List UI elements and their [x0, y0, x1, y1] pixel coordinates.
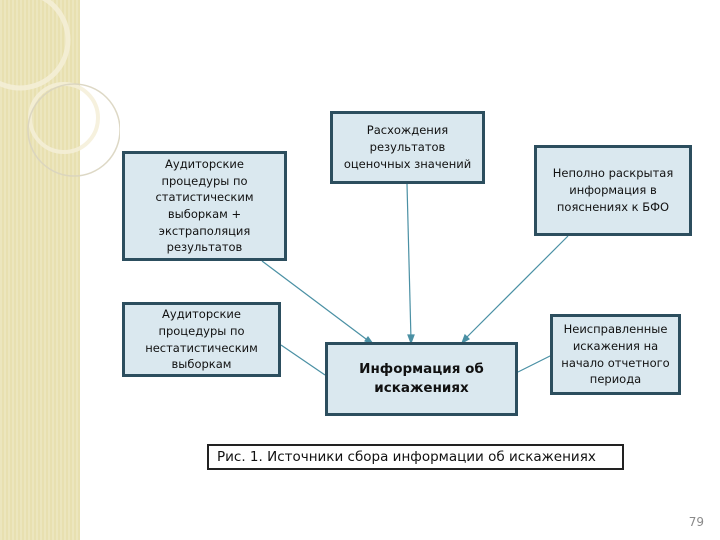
decorative-rings — [0, 0, 120, 177]
source-statistical-sampling: Аудиторские процедуры по статистическим … — [122, 151, 287, 261]
source-estimate-discrepancies: Расхождения результатов оценочных значен… — [330, 111, 485, 184]
connector-uncorrected — [517, 354, 553, 373]
connector-statistical — [261, 260, 371, 343]
figure-caption: Рис. 1. Источники сбора информации об ис… — [207, 444, 624, 470]
arrowhead-notes — [460, 333, 470, 345]
source-nonstatistical-sampling-label: Аудиторские процедуры по нестатистически… — [145, 307, 258, 372]
arrowhead-estimates — [407, 334, 415, 345]
central-node-label: Информация об искажениях — [359, 361, 484, 396]
page-number: 79 — [688, 515, 704, 529]
source-notes-disclosure: Неполно раскрытая информация в пояснения… — [534, 145, 692, 236]
source-nonstatistical-sampling: Аудиторские процедуры по нестатистически… — [122, 302, 281, 377]
central-node: Информация об искажениях — [325, 342, 518, 416]
connector-estimates — [406, 183, 412, 341]
connector-notes — [463, 235, 569, 341]
source-uncorrected-misstatements: Неисправленные искажения на начало отчет… — [550, 314, 681, 395]
source-notes-disclosure-label: Неполно раскрытая информация в пояснения… — [552, 166, 674, 214]
source-uncorrected-misstatements-label: Неисправленные искажения на начало отчет… — [561, 322, 670, 387]
source-statistical-sampling-label: Аудиторские процедуры по статистическим … — [155, 156, 254, 255]
connector-nonstatistical — [280, 344, 326, 376]
source-estimate-discrepancies-label: Расхождения результатов оценочных значен… — [343, 123, 472, 171]
